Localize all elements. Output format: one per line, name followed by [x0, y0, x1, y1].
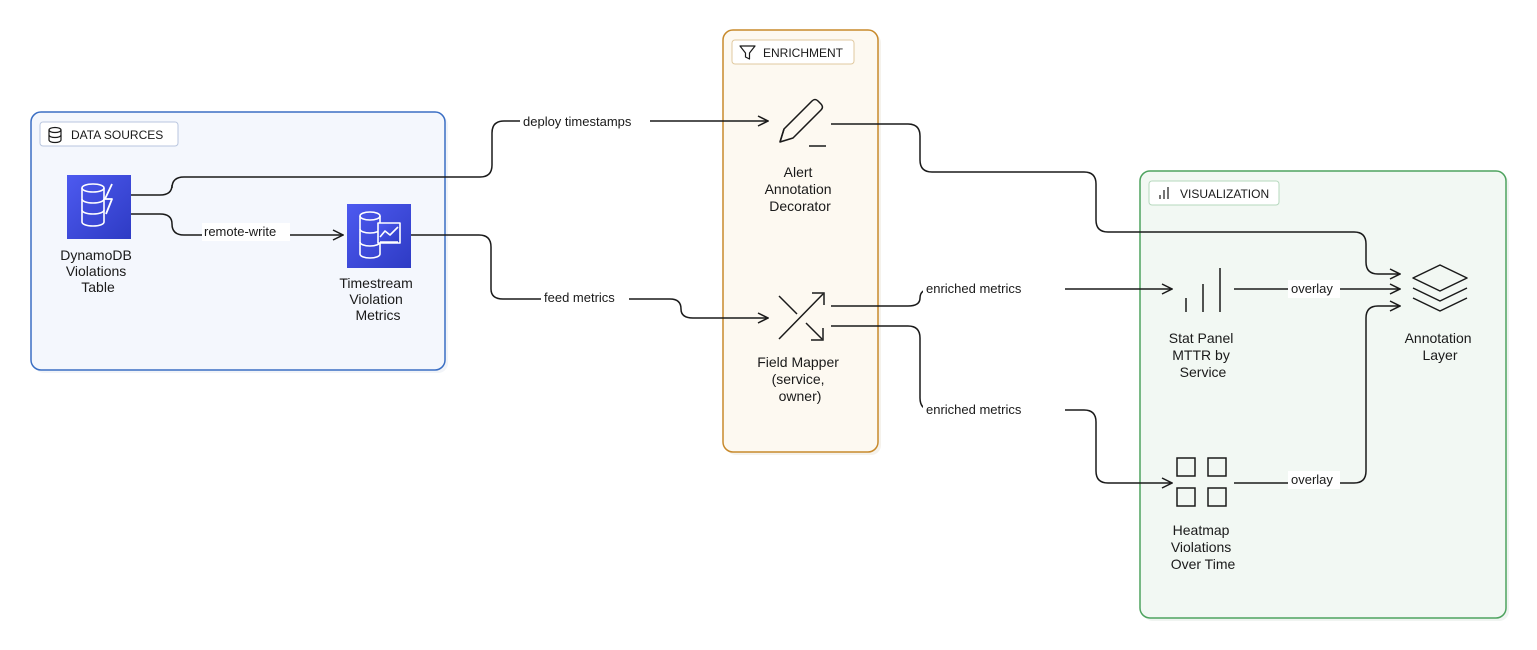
group-visualization[interactable]: VISUALIZATION — [1139, 170, 1509, 621]
node-timestream[interactable]: Timestream Violation Metrics — [339, 204, 416, 323]
edge-feed-metrics[interactable]: feed metrics — [411, 234, 768, 318]
pencil-icon — [779, 98, 826, 147]
group-label-enrichment: ENRICHMENT — [763, 46, 844, 60]
edge-enriched-metrics-heatmap[interactable]: enriched metrics — [831, 325, 1172, 483]
node-stat-panel[interactable]: Stat Panel MTTR by Service — [1169, 268, 1238, 380]
node-label-alert-decorator: Alert Annotation Decorator — [765, 164, 836, 214]
edge-label-overlay-heatmap: overlay — [1291, 472, 1333, 487]
node-label-stat-panel: Stat Panel MTTR by Service — [1169, 330, 1238, 380]
database-icon — [48, 126, 62, 144]
group-enrichment[interactable]: ENRICHMENT — [722, 29, 881, 455]
node-label-annotation-layer: Annotation Layer — [1405, 330, 1476, 363]
grid-icon — [1176, 457, 1227, 507]
edge-label-enriched-metrics-heatmap: enriched metrics — [926, 402, 1022, 417]
layers-icon — [1412, 264, 1468, 312]
node-dynamodb[interactable]: DynamoDB Violations Table — [60, 175, 135, 295]
edge-decorator-to-annotation[interactable] — [831, 123, 1400, 274]
node-label-field-mapper: Field Mapper (service, owner) — [757, 354, 843, 404]
node-annotation-layer[interactable]: Annotation Layer — [1405, 264, 1476, 363]
shuffle-icon — [778, 292, 825, 341]
funnel-icon — [739, 45, 756, 60]
node-alert-decorator[interactable]: Alert Annotation Decorator — [765, 98, 836, 215]
edge-deploy-timestamps[interactable]: deploy timestamps — [131, 112, 768, 196]
node-label-heatmap: Heatmap Violations Over Time — [1171, 522, 1236, 572]
node-heatmap[interactable]: Heatmap Violations Over Time — [1171, 457, 1236, 572]
group-label-data-sources: DATA SOURCES — [71, 128, 163, 142]
node-field-mapper[interactable]: Field Mapper (service, owner) — [757, 292, 843, 404]
node-label-dynamodb: DynamoDB Violations Table — [60, 247, 135, 295]
bar-chart-icon — [1159, 187, 1169, 199]
node-label-timestream: Timestream Violation Metrics — [339, 275, 416, 323]
timestream-icon — [359, 211, 401, 259]
edge-label-deploy-timestamps: deploy timestamps — [523, 114, 632, 129]
bar-chart-icon — [1185, 268, 1221, 312]
edge-remote-write[interactable]: remote-write — [131, 213, 343, 241]
edge-label-feed-metrics: feed metrics — [544, 290, 615, 305]
edge-overlay-heatmap[interactable]: overlay — [1234, 306, 1400, 489]
edge-label-enriched-metrics-stat: enriched metrics — [926, 281, 1022, 296]
edge-overlay-stat[interactable]: overlay — [1234, 280, 1400, 298]
edge-label-overlay-stat: overlay — [1291, 281, 1333, 296]
group-label-visualization: VISUALIZATION — [1180, 187, 1269, 201]
edge-enriched-metrics-stat[interactable]: enriched metrics — [831, 280, 1172, 307]
edge-label-remote-write: remote-write — [204, 224, 276, 239]
dynamodb-icon — [81, 183, 113, 227]
